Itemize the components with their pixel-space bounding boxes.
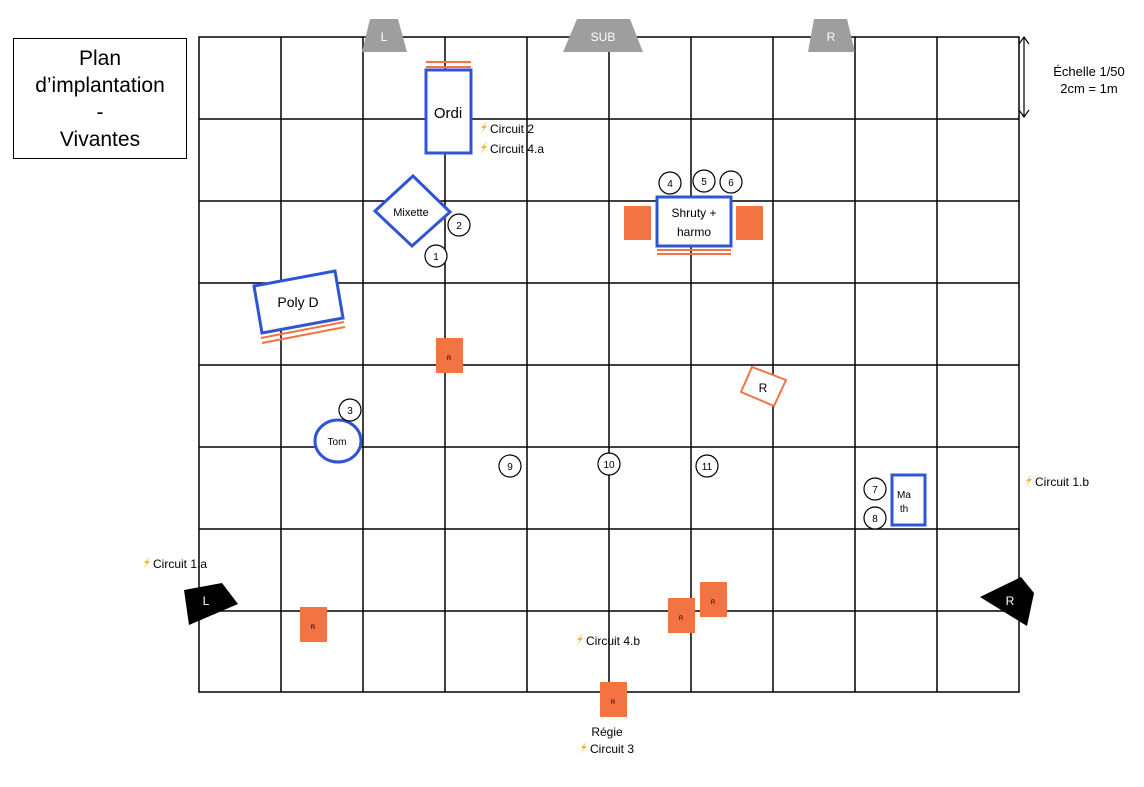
title-line-2: d’implantation [35, 73, 165, 97]
title-line-3: - [96, 100, 104, 124]
svg-text:11: 11 [702, 462, 713, 473]
speaker-sub-label: SUB [591, 30, 616, 44]
speaker-front-left-label: L [203, 594, 210, 608]
svg-text:3: 3 [347, 406, 353, 417]
svg-text:10: 10 [603, 460, 615, 471]
mic-9: 9 [498, 454, 522, 478]
r-monitor: R [739, 365, 788, 408]
speaker-sub: SUB [563, 19, 643, 52]
scale-arrow [1018, 35, 1030, 119]
circuit-1a-label: Circuit 1.a [153, 557, 207, 571]
svg-text:9: 9 [507, 462, 513, 473]
speaker-top-right-label: R [827, 30, 836, 44]
speaker-front-right-label: R [1006, 594, 1015, 608]
orange-box-2-label: R [311, 625, 316, 631]
shruty-harmo: Shruty + harmo [624, 195, 763, 255]
speaker-front-right: R [980, 577, 1034, 626]
math-label-1: Ma [897, 490, 911, 501]
speaker-top-left: L [362, 19, 407, 52]
orange-box-4-label: R [711, 600, 716, 606]
poly-d-label: Poly D [277, 294, 318, 310]
scale-label: Échelle 1/50 2cm = 1m [1036, 63, 1142, 97]
svg-text:6: 6 [728, 178, 734, 189]
circuit-1a: Circuit 1.a [143, 556, 207, 571]
orange-box-2: R [300, 607, 327, 642]
circuit-3: Circuit 3 [580, 741, 634, 756]
floor-grid [198, 36, 1020, 693]
ordi-label: Ordi [434, 105, 462, 122]
speaker-top-right: R [808, 19, 855, 52]
mic-5: 5 [692, 169, 716, 193]
mic-3: 3 [338, 398, 362, 422]
orange-box-4: R [700, 582, 727, 617]
orange-box-regie-label: R [611, 700, 616, 706]
mic-11: 11 [695, 454, 719, 478]
title-line-4: Vivantes [59, 127, 141, 151]
circuit-4b: Circuit 4.b [576, 633, 640, 648]
svg-text:8: 8 [872, 514, 878, 525]
svg-text:4: 4 [667, 179, 673, 190]
title-box: Plan d’implantation - Vivantes [13, 38, 187, 159]
scale-ratio: Échelle 1/50 [1053, 64, 1125, 79]
circuit-2: Circuit 2 [480, 121, 534, 136]
shruty-label-2: harmo [677, 225, 711, 239]
svg-text:1: 1 [433, 252, 439, 263]
math-label-2: th [900, 504, 908, 515]
tom-drum: Tom [313, 418, 363, 464]
poly-d: Poly D [252, 269, 346, 344]
svg-text:7: 7 [872, 485, 878, 496]
tom-label: Tom [328, 437, 347, 448]
circuit-1b-label: Circuit 1.b [1035, 475, 1089, 489]
mic-7: 7 [863, 477, 887, 501]
lightning-icon [480, 121, 487, 134]
circuit-4a-label: Circuit 4.a [490, 142, 544, 156]
mic-2: 2 [447, 213, 471, 237]
r-monitor-label: R [759, 381, 768, 395]
orange-box-3-label: R [679, 616, 684, 622]
orange-box-regie: R [600, 682, 627, 717]
circuit-2-label: Circuit 2 [490, 122, 534, 136]
lightning-icon [1025, 474, 1032, 487]
mic-8: 8 [863, 506, 887, 530]
mic-10: 10 [597, 452, 621, 476]
lightning-icon [576, 633, 583, 646]
circuit-3-label: Circuit 3 [590, 742, 634, 756]
speaker-front-left: L [184, 583, 238, 625]
title-line-1: Plan [78, 46, 122, 70]
regie-label: Régie [591, 725, 623, 739]
speaker-top-left-label: L [381, 30, 388, 44]
mixette-label: Mixette [393, 207, 428, 219]
mixette: Mixette [372, 173, 453, 249]
orange-box-3: R [668, 598, 695, 633]
circuit-4b-label: Circuit 4.b [586, 634, 640, 648]
math-station: Ma th [890, 473, 927, 527]
circuit-1b: Circuit 1.b [1025, 474, 1089, 489]
lightning-icon [480, 141, 487, 154]
mic-4: 4 [658, 171, 682, 195]
shruty-label-1: Shruty + [671, 206, 716, 220]
circuit-4a: Circuit 4.a [480, 141, 544, 156]
orange-box-1: R [436, 338, 463, 373]
ordi-station: Ordi [424, 61, 473, 155]
mic-1: 1 [424, 244, 448, 268]
orange-box-1-label: R [447, 356, 452, 362]
mic-6: 6 [719, 170, 743, 194]
lightning-icon [143, 556, 150, 569]
svg-text:2: 2 [456, 221, 462, 232]
svg-text:5: 5 [701, 177, 707, 188]
lightning-icon [580, 741, 587, 754]
scale-conversion: 2cm = 1m [1060, 81, 1118, 96]
